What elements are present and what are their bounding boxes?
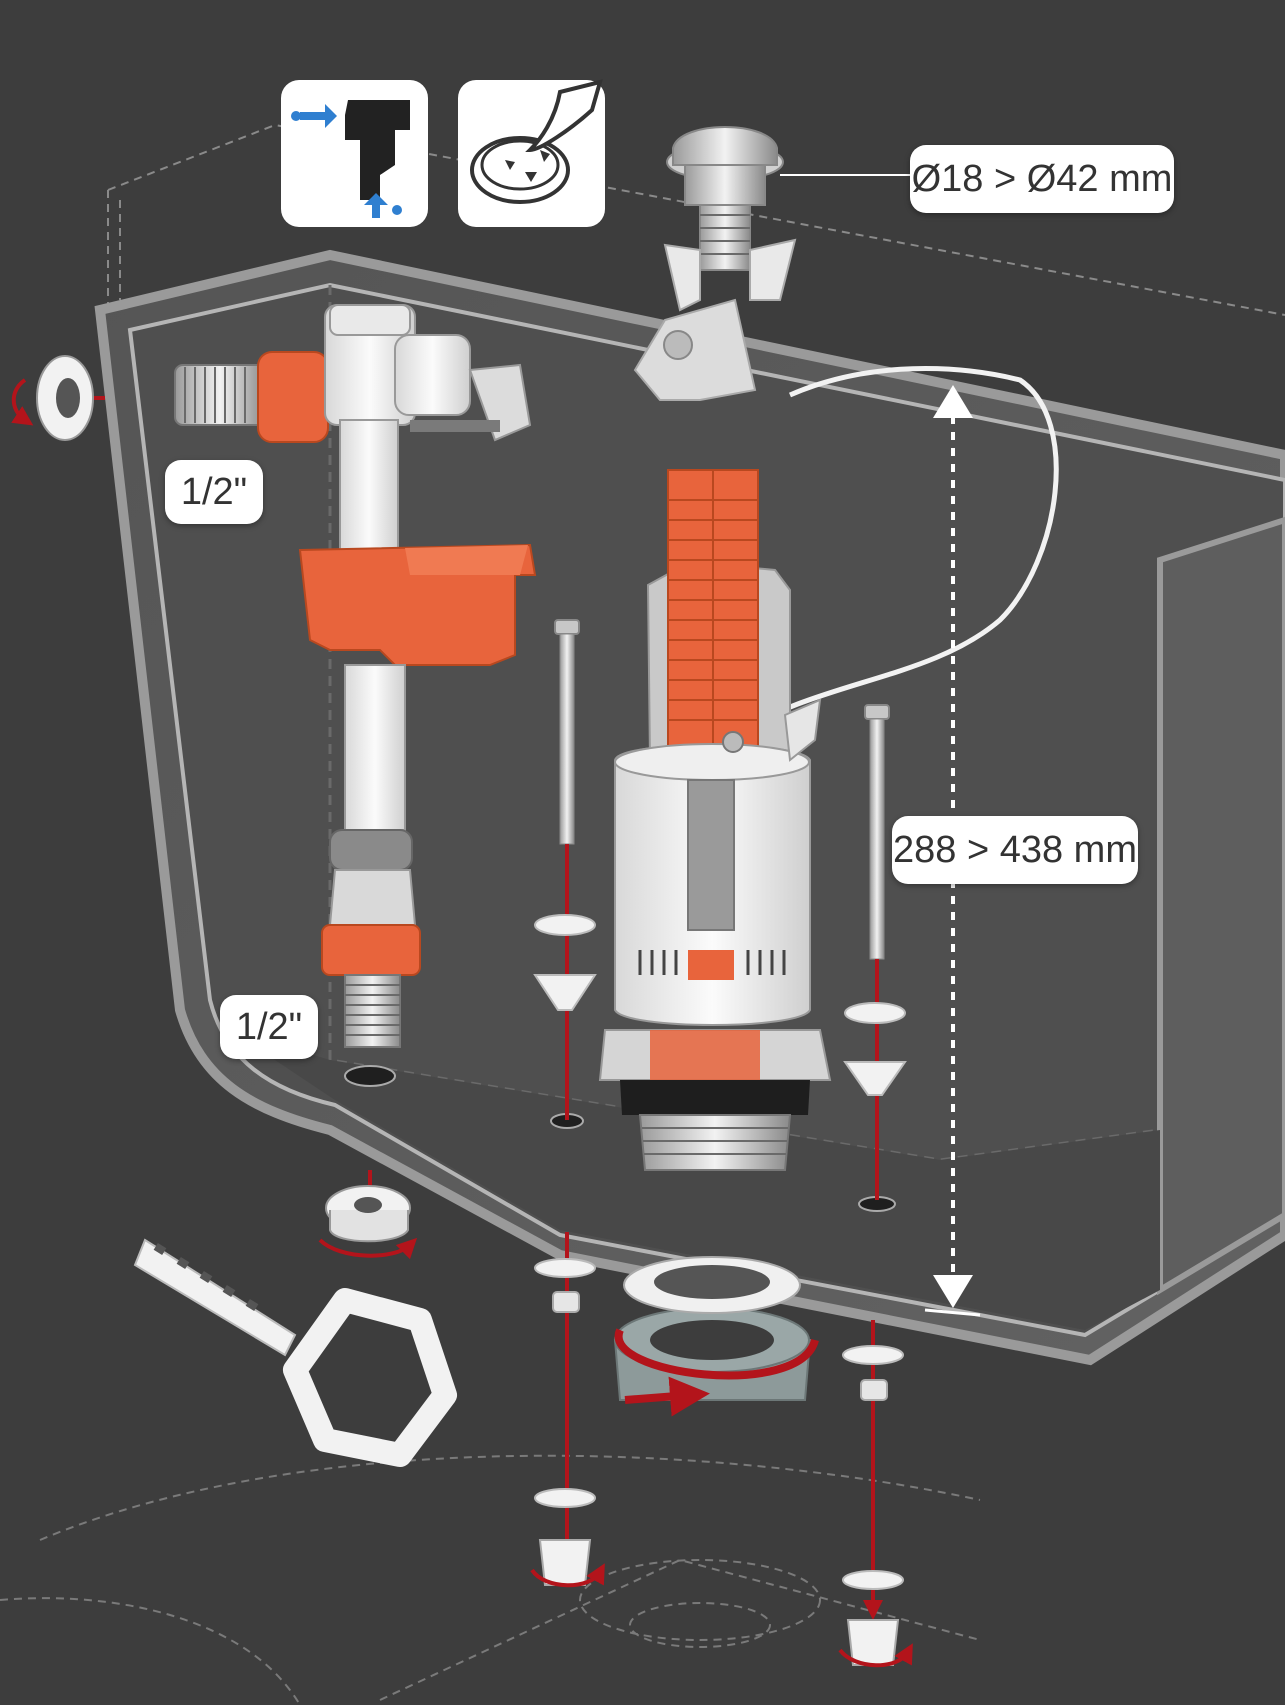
wrench-tool — [133, 1238, 457, 1467]
floor-holes — [344, 1065, 896, 1212]
bottom-inlet-thread-label: 1/2" — [220, 995, 318, 1059]
flush-valve-nut-and-gasket — [613, 1256, 819, 1417]
filter-cleaning-icon — [458, 79, 605, 227]
side-or-bottom-inlet-icon — [281, 80, 428, 227]
flush-valve — [598, 469, 832, 1171]
toilet-pan-outline — [0, 1454, 981, 1705]
below-tank-fixing-left — [530, 1232, 605, 1588]
mounting-bolt-left — [533, 619, 597, 1120]
button-diameter-label: Ø18 > Ø42 mm — [910, 145, 1174, 213]
height-range-label: 288 > 438 mm — [892, 816, 1138, 884]
push-button-assembly — [633, 126, 912, 401]
below-tank-fixing-right — [838, 1320, 913, 1668]
mounting-bolt-right — [843, 704, 907, 1200]
fill-valve — [174, 304, 537, 1048]
side-inlet-thread-label: 1/2" — [165, 460, 263, 524]
side-inlet-nut — [11, 355, 105, 441]
cable — [733, 366, 1059, 738]
height-dimension-arrow — [924, 385, 981, 1317]
fill-valve-nut — [318, 1170, 418, 1260]
